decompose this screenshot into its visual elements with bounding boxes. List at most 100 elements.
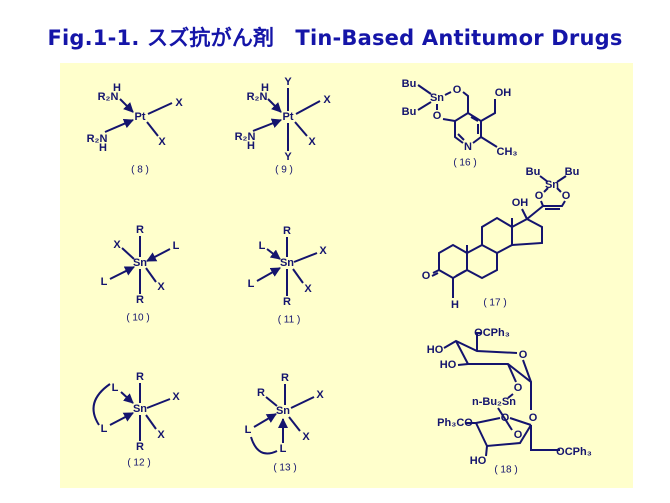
atom-label: HO bbox=[427, 344, 444, 356]
atom-label: X bbox=[302, 431, 310, 443]
atom-label: X bbox=[175, 97, 183, 109]
bond-line bbox=[509, 417, 532, 426]
atom-label: O bbox=[535, 190, 544, 202]
coordinate-bond-arrow bbox=[256, 267, 281, 282]
bond-line bbox=[526, 205, 544, 220]
coordinate-bond-arrow bbox=[253, 413, 277, 428]
bond-line bbox=[466, 243, 498, 280]
atom-label: Sn bbox=[133, 403, 147, 415]
compound-number: ( 17 ) bbox=[483, 298, 506, 309]
bond-line bbox=[147, 102, 173, 115]
bond-line bbox=[556, 175, 567, 183]
bond-line bbox=[470, 116, 479, 122]
bond-line bbox=[521, 208, 528, 220]
bond-line bbox=[294, 121, 308, 137]
bond-line bbox=[455, 340, 469, 365]
atom-label: Pt bbox=[135, 111, 146, 123]
bond-line bbox=[121, 247, 135, 260]
atom-label: OCPh₃ bbox=[556, 446, 592, 458]
atom-label: H bbox=[261, 82, 269, 94]
atom-label: X bbox=[157, 429, 165, 441]
atom-label: Sn bbox=[430, 92, 444, 104]
bond-line bbox=[250, 436, 278, 455]
atom-label: X bbox=[172, 391, 180, 403]
coordinate-bond-arrow bbox=[252, 118, 282, 132]
atom-label: L bbox=[259, 240, 266, 252]
atom-label: L bbox=[173, 240, 180, 252]
atom-label: X bbox=[304, 283, 312, 295]
atom-label: R bbox=[283, 225, 291, 237]
bond-line bbox=[293, 252, 318, 263]
atom-label: R₂N bbox=[247, 91, 268, 103]
bond-line bbox=[92, 383, 111, 426]
bond-line bbox=[417, 101, 432, 111]
bond-line bbox=[480, 136, 498, 148]
atom-label: Sn bbox=[280, 257, 294, 269]
bond-line bbox=[481, 216, 513, 254]
bond-line bbox=[288, 416, 301, 432]
bond-line bbox=[543, 187, 549, 193]
atom-label: Ph₃CO bbox=[437, 417, 473, 429]
atom-label: R₂N bbox=[87, 133, 108, 145]
atom-label: L bbox=[280, 443, 287, 455]
bond-line bbox=[507, 393, 514, 399]
bond-line bbox=[442, 118, 456, 122]
atom-label: H bbox=[247, 140, 255, 152]
atom-label: H bbox=[451, 299, 459, 311]
atom-label: OH bbox=[495, 87, 512, 99]
bond-line bbox=[454, 112, 469, 144]
atom-label: X bbox=[308, 136, 316, 148]
atom-label: L bbox=[101, 423, 108, 435]
bond-line bbox=[530, 425, 560, 451]
coordinate-bond-arrow bbox=[109, 266, 135, 280]
coordinate-bond-arrow bbox=[109, 412, 134, 426]
atom-label: H bbox=[99, 142, 107, 154]
atom-label: R bbox=[281, 372, 289, 384]
atom-label: Sn bbox=[276, 405, 290, 417]
bond-line bbox=[507, 363, 517, 383]
atom-label: HO bbox=[470, 455, 487, 467]
bond-line bbox=[265, 396, 278, 407]
atom-label: Y bbox=[284, 76, 292, 88]
atom-label: L bbox=[248, 278, 255, 290]
atom-label: R bbox=[136, 441, 144, 453]
bond-line bbox=[417, 84, 432, 95]
bond-line bbox=[457, 133, 465, 141]
bond-line bbox=[497, 407, 513, 431]
atom-label: Y bbox=[284, 151, 292, 163]
coordinate-bond-arrow bbox=[120, 391, 134, 404]
atom-label: CH₃ bbox=[497, 146, 518, 158]
bond-line bbox=[146, 398, 171, 409]
atom-label: X bbox=[323, 94, 331, 106]
coordinate-bond-arrow bbox=[267, 98, 282, 113]
atom-label: R₂N bbox=[235, 131, 256, 143]
atom-label: R bbox=[283, 296, 291, 308]
slide-title: Fig.1-1. スズ抗がん剤 Tin-Based Antitumor Drug… bbox=[47, 26, 623, 50]
bond-line bbox=[431, 272, 439, 277]
coordinate-bond-arrow bbox=[146, 248, 171, 262]
atom-label: Bu bbox=[402, 106, 417, 118]
compound-number: ( 11 ) bbox=[278, 315, 301, 326]
atom-label: O bbox=[562, 190, 571, 202]
atom-label: L bbox=[245, 424, 252, 436]
bond-line bbox=[455, 270, 466, 277]
bond-line bbox=[539, 175, 549, 183]
atom-label: X bbox=[157, 281, 165, 293]
atom-label: O bbox=[514, 429, 523, 441]
bond-line bbox=[480, 99, 496, 122]
atom-label: L bbox=[112, 382, 119, 394]
atom-label: X bbox=[113, 239, 121, 251]
compound-number: ( 12 ) bbox=[127, 458, 150, 469]
atom-label: O bbox=[453, 84, 462, 96]
bond-line bbox=[485, 445, 488, 457]
atom-label: H bbox=[113, 82, 121, 94]
bond-line bbox=[292, 268, 304, 284]
bond-line bbox=[290, 396, 315, 409]
bond-line bbox=[432, 269, 440, 274]
atom-label: N bbox=[464, 141, 472, 153]
bond-line bbox=[511, 217, 543, 246]
bond-line bbox=[522, 359, 532, 383]
atom-label: O bbox=[529, 412, 538, 424]
atom-label: X bbox=[158, 136, 166, 148]
